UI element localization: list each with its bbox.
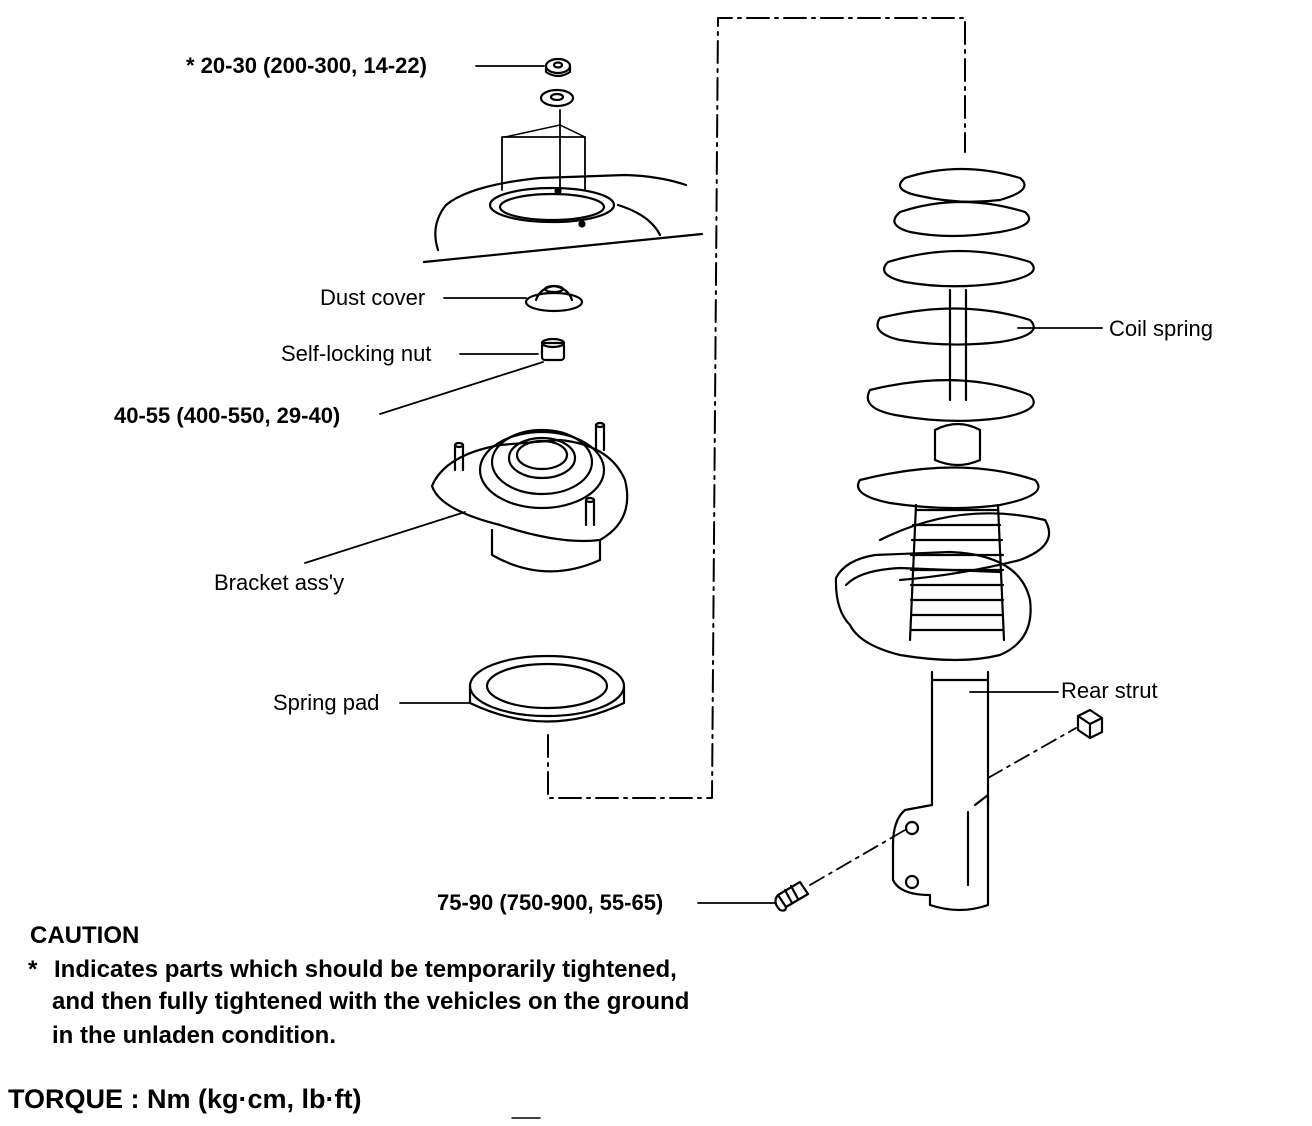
lower-bolt [774,880,810,912]
self-locking-nut-label: Self-locking nut [281,341,432,366]
dust-cover [524,284,584,313]
coil-spring-label: Coil spring [1109,316,1213,341]
strut-nut-axis [987,727,1077,779]
self-locking-nut [540,337,566,362]
self-locking-nut-torque-label: 40-55 (400-550, 29-40) [114,403,341,428]
bracket-assy-label: Bracket ass'y [214,570,345,595]
rear-strut-label: Rear strut [1061,678,1158,703]
caution-line-1: Indicates parts which should be temporar… [54,956,677,983]
strut-assembly [834,167,1051,912]
lower-bolt-axis [809,829,906,886]
self-locking-nut-torque-leader [379,361,544,415]
torque-units: TORQUE : Nm (kg·cm, lb·ft) [8,1084,362,1114]
strut-nut [1076,708,1104,740]
top-nut [544,57,572,78]
dust-cover-label: Dust cover [320,285,426,310]
bracket-assembly [430,421,629,573]
caution-line-2: and then fully tightened with the vehicl… [52,988,690,1015]
assembly-path-line [547,17,966,799]
spring-pad-label: Spring pad [273,690,380,715]
top-nut-torque-label: * 20-30 (200-300, 14-22) [186,53,427,78]
caution-marker: * [28,956,38,983]
washer [539,88,575,108]
body-mount-panel [422,109,704,264]
bracket-leader [304,511,466,564]
caution-line-3: in the unladen condition. [52,1022,336,1049]
caution-title: CAUTION [30,922,140,949]
lower-bolt-torque-label: 75-90 (750-900, 55-65) [437,890,664,915]
spring-pad [468,654,626,723]
